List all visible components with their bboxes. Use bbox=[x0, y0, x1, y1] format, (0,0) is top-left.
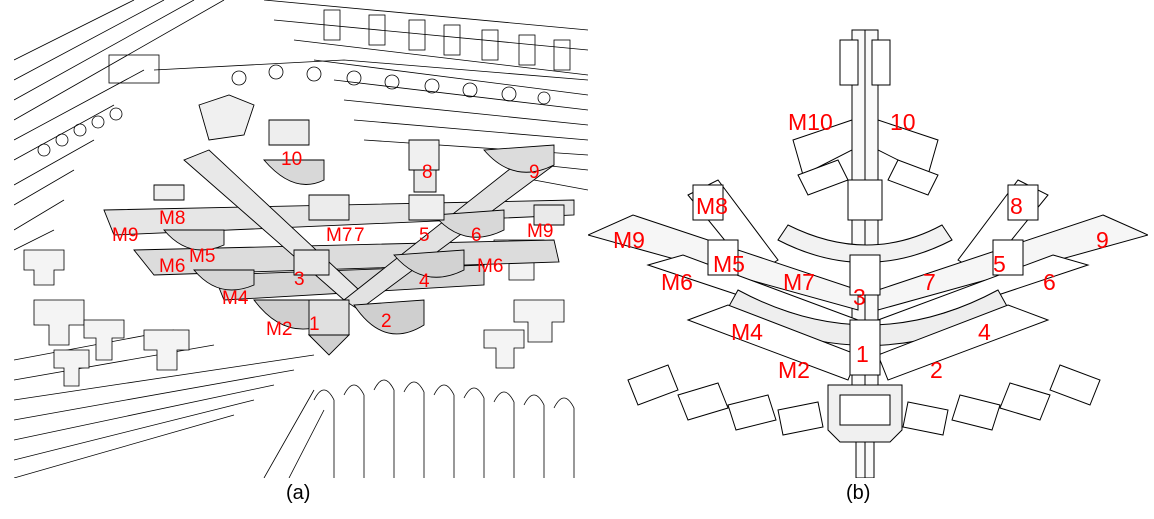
label-b-m4: M4 bbox=[731, 319, 763, 345]
label-a-m9-left: M9 bbox=[112, 225, 138, 246]
lower-roof-tiles bbox=[14, 329, 575, 478]
label-b-10: 10 bbox=[890, 109, 916, 135]
label-b-m8: M8 bbox=[696, 193, 728, 219]
label-b-8: 8 bbox=[1010, 193, 1023, 219]
label-a-5: 5 bbox=[419, 225, 430, 246]
label-a-m4: M4 bbox=[222, 288, 249, 309]
label-b-m9: M9 bbox=[613, 227, 645, 253]
label-b-9: 9 bbox=[1096, 227, 1109, 253]
label-a-7: 7 bbox=[354, 225, 365, 246]
label-b-2: 2 bbox=[930, 357, 943, 383]
label-a-10: 10 bbox=[281, 149, 302, 170]
label-b-3: 3 bbox=[853, 284, 866, 310]
label-b-6: 6 bbox=[1043, 269, 1056, 295]
label-a-m2: M2 bbox=[266, 319, 292, 340]
caption-a: (a) bbox=[286, 482, 311, 504]
label-a-1: 1 bbox=[309, 314, 320, 335]
label-a-m6-right: M6 bbox=[477, 256, 503, 277]
label-a-m6-left: M6 bbox=[159, 256, 185, 277]
label-a-6: 6 bbox=[471, 225, 482, 246]
main-bracket-set bbox=[103, 94, 575, 356]
label-a-m9-right: M9 bbox=[527, 221, 553, 242]
label-b-m2: M2 bbox=[778, 357, 810, 383]
label-b-m5: M5 bbox=[713, 251, 745, 277]
label-b-m7: M7 bbox=[783, 269, 815, 295]
labels-panel-b: M10 10 M8 8 M9 9 M5 5 M6 6 M7 7 3 M4 4 1… bbox=[613, 109, 1109, 383]
bracket-geometry bbox=[588, 29, 1148, 478]
label-a-m5: M5 bbox=[189, 246, 215, 267]
label-b-m6: M6 bbox=[661, 269, 693, 295]
label-a-m8: M8 bbox=[159, 208, 185, 229]
label-a-2: 2 bbox=[381, 311, 392, 332]
label-a-4: 4 bbox=[419, 271, 430, 292]
bracket-set-perspective-drawing: 10 8 9 M8 M9 M5 M7 7 5 6 M9 M6 3 4 M6 M4… bbox=[14, 0, 588, 478]
panel-a-perspective-view: 10 8 9 M8 M9 M5 M7 7 5 6 M9 M6 3 4 M6 M4… bbox=[14, 0, 588, 478]
roof-rafters bbox=[14, 0, 588, 251]
panel-b-isometric-view: M10 10 M8 8 M9 9 M5 5 M6 6 M7 7 3 M4 4 1… bbox=[588, 0, 1148, 478]
label-a-8: 8 bbox=[422, 162, 433, 183]
bracket-set-isometric-drawing: M10 10 M8 8 M9 9 M5 5 M6 6 M7 7 3 M4 4 1… bbox=[588, 29, 1148, 478]
label-a-m7: M7 bbox=[326, 225, 352, 246]
label-b-1: 1 bbox=[856, 341, 869, 367]
caption-b: (b) bbox=[846, 482, 871, 504]
label-b-5: 5 bbox=[993, 251, 1006, 277]
label-b-m10: M10 bbox=[788, 109, 833, 135]
labels-panel-a: 10 8 9 M8 M9 M5 M7 7 5 6 M9 M6 3 4 M6 M4… bbox=[112, 149, 553, 340]
label-b-7: 7 bbox=[923, 269, 936, 295]
label-a-9: 9 bbox=[529, 162, 540, 183]
label-a-3: 3 bbox=[294, 269, 305, 290]
label-b-4: 4 bbox=[978, 319, 991, 345]
